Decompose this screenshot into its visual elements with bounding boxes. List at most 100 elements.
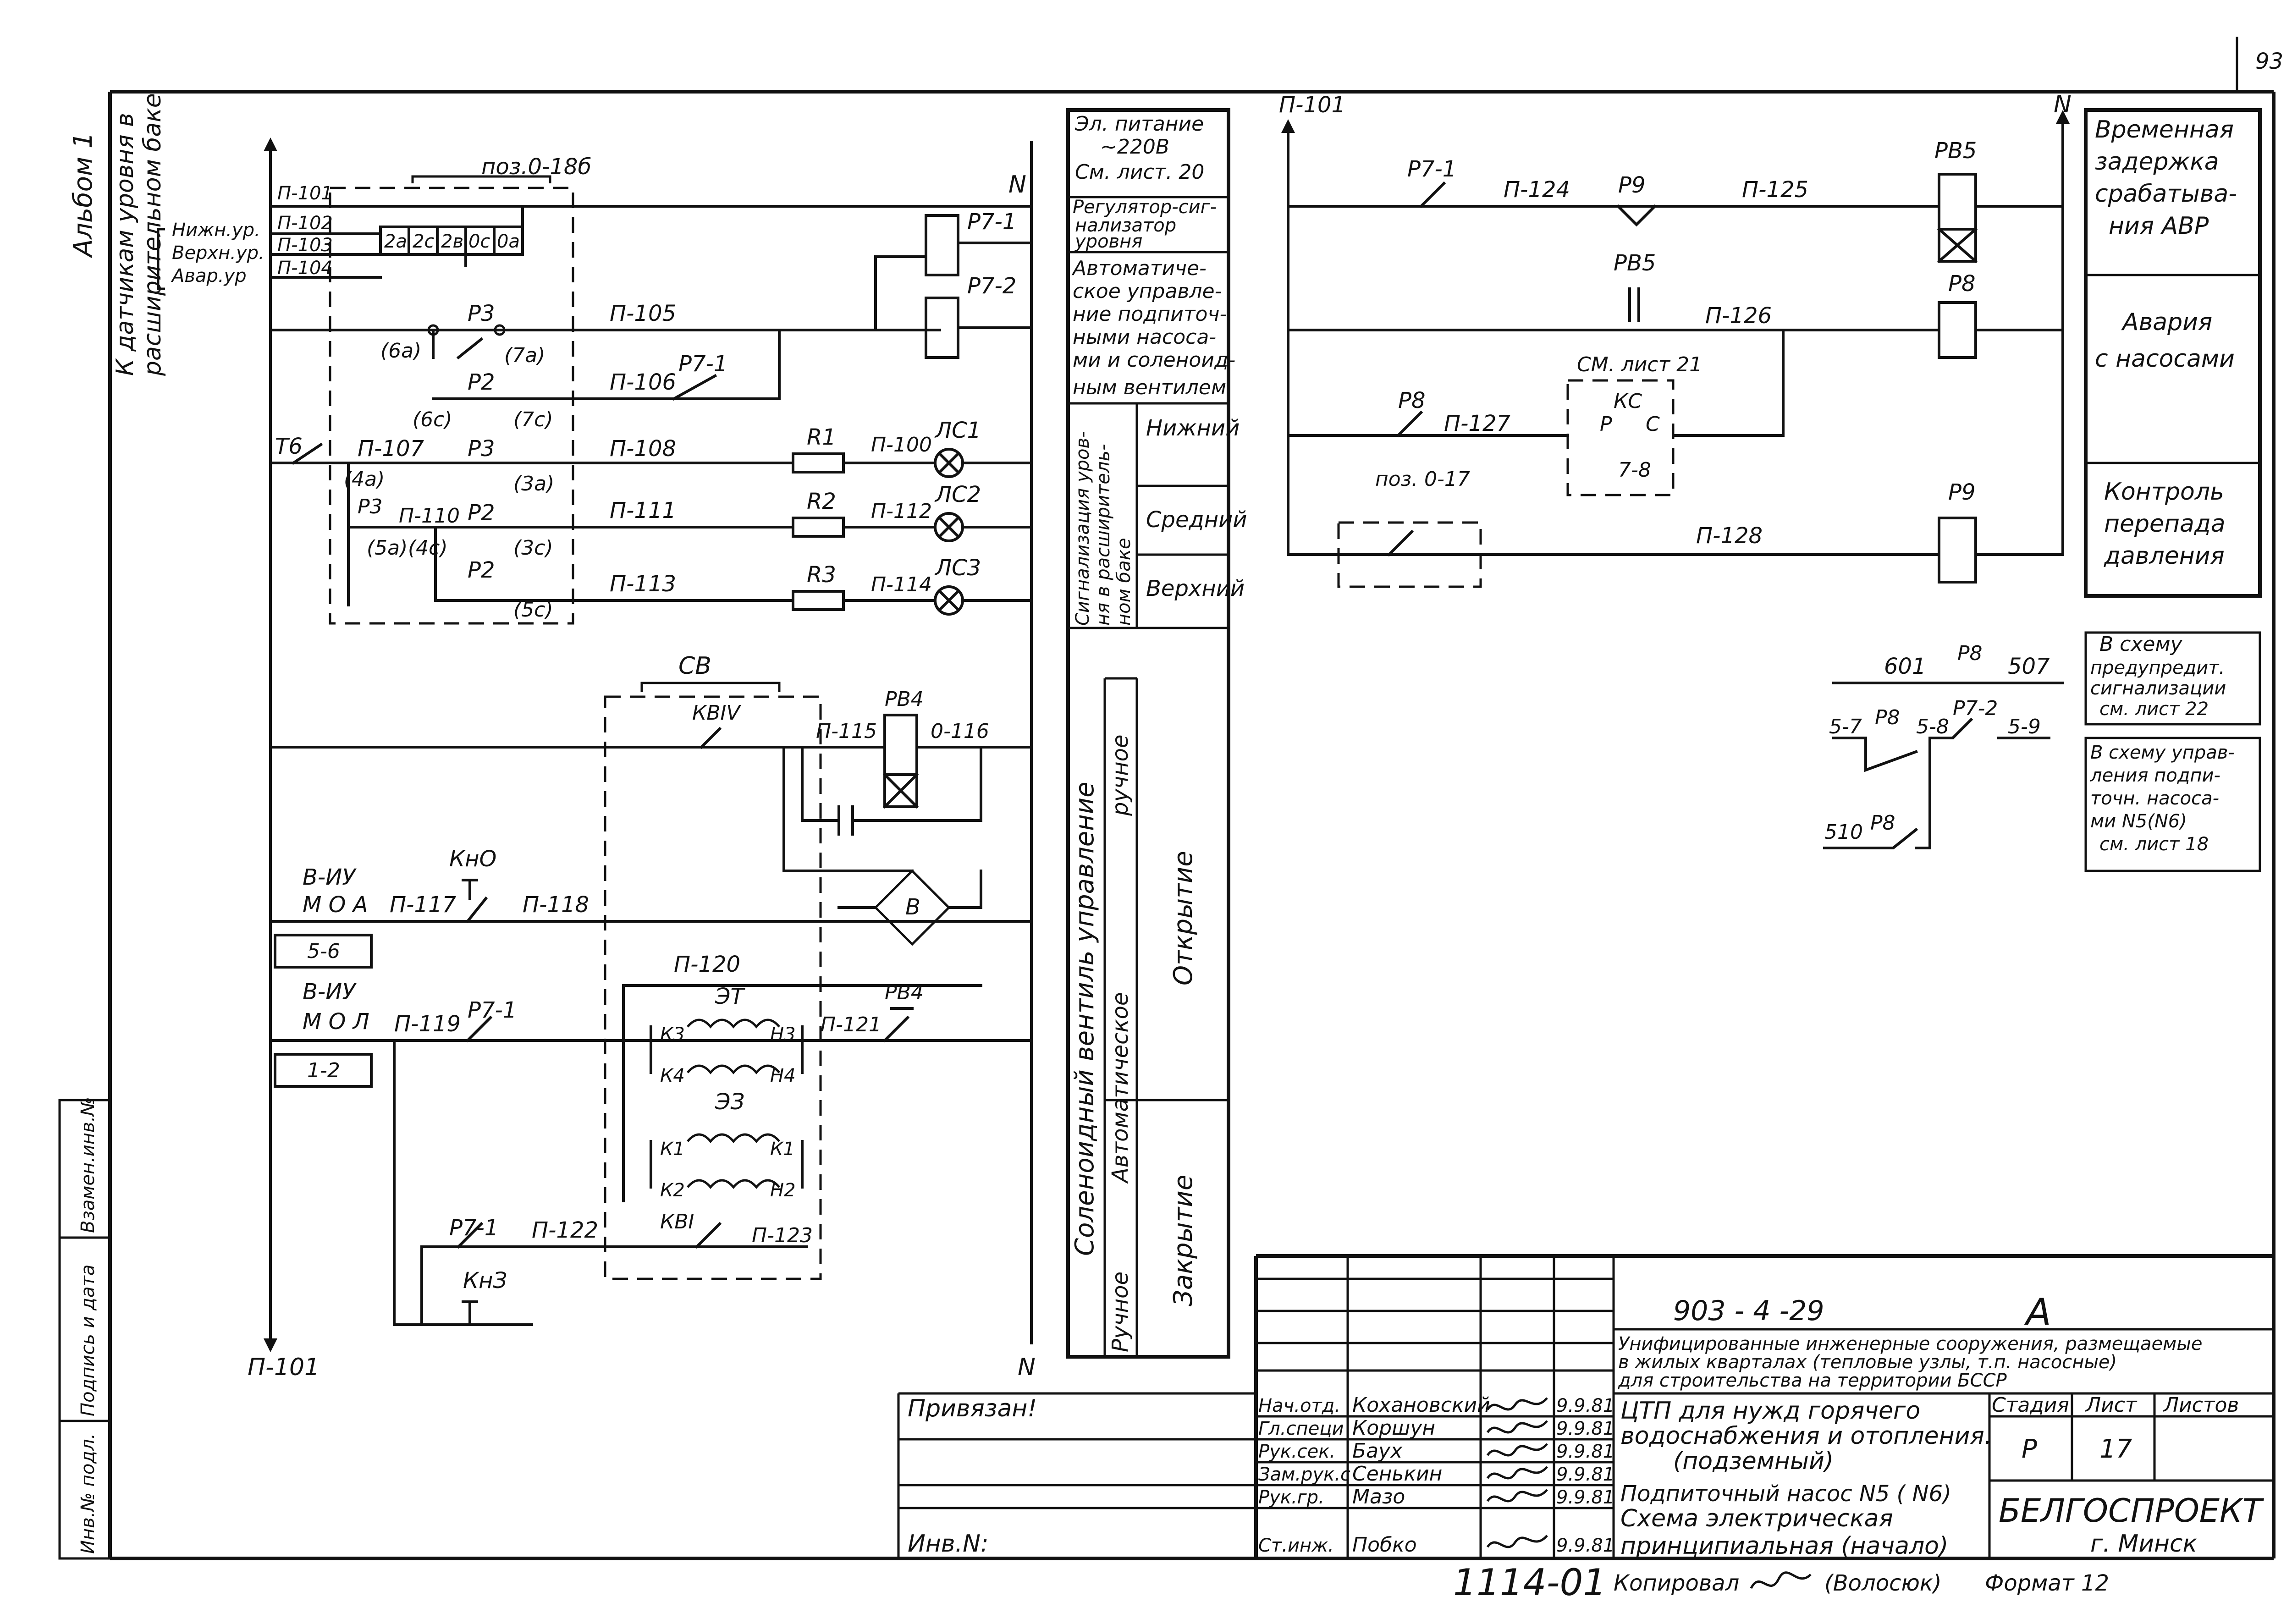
label-sm-list-21: СМ. лист 21 (1577, 353, 1702, 376)
org-city: г. Минск (2090, 1530, 2198, 1558)
note-upr-5: см. лист 18 (2099, 834, 2209, 855)
selector-5-6: 5-6 (307, 940, 340, 963)
button-knz: КнЗ (463, 1268, 507, 1294)
description-column: Эл. питание ~220В См. лист. 20 Регулятор… (1066, 108, 1247, 1359)
desc-delay-2: задержка (2095, 148, 2219, 176)
coil-h3: Н3 (770, 1024, 796, 1045)
signature-4 (1486, 1466, 1548, 1480)
solenoid-title: Соленоидный вентиль управление (1070, 782, 1100, 1256)
name-4: Сенькин (1352, 1462, 1442, 1486)
wire-p115: П-115 (816, 720, 877, 743)
privyazan-label: Привязан! (908, 1395, 1037, 1422)
relay-p9: Р9 (1948, 479, 1975, 505)
contact-3a: (3а) (513, 472, 554, 495)
coil-k1-b: К1 (770, 1139, 795, 1160)
wire-n-top: N (1008, 171, 1026, 198)
desc-delay-4: ния АВР (2109, 212, 2209, 240)
inv-podl-label: Инв.№ подл. (77, 1433, 99, 1554)
label-p: Р (1600, 413, 1612, 436)
reg-label-2: нализатор (1075, 215, 1176, 236)
wire-p108: П-108 (610, 436, 676, 462)
label-p3-c: Р3 (358, 495, 383, 518)
desc-delay-1: Временная (2095, 116, 2234, 143)
label-kvi: КВI (660, 1210, 694, 1233)
page-number: 93 (2255, 49, 2283, 74)
project-desc-1: Унифицированные инженерные сооружения, р… (1618, 1333, 2203, 1354)
node-5-8: 5-8 (1916, 715, 1949, 738)
copier-name: (Волосюк) (1824, 1570, 1942, 1596)
title-line-2: водоснабжения и отопления. (1620, 1422, 1992, 1450)
coil-k2: К2 (660, 1180, 685, 1201)
desc-control-2: перепада (2104, 510, 2226, 538)
signature-1 (1486, 1397, 1548, 1411)
subtitle-line-2: Схема электрическая (1620, 1505, 1893, 1532)
name-2: Коршун (1352, 1416, 1435, 1440)
level-nizhniy: Нижний (1146, 415, 1240, 441)
sig-label-1: Сигнализация уров- (1072, 431, 1093, 626)
contact-4a: (4а) (344, 468, 385, 491)
contact-7a: (7а) (504, 344, 545, 367)
label-p7-1-a: Р7-1 (678, 351, 727, 377)
role-4: Зам.рук.с (1258, 1464, 1350, 1485)
wire-p121: П-121 (821, 1013, 882, 1036)
label-kviv: КВIV (692, 701, 741, 725)
node-p8-b: Р8 (1875, 706, 1900, 729)
level-verkhniy: Верхний (1146, 576, 1245, 601)
label-kc: КС (1614, 390, 1642, 413)
title-block: 903 - 4 -29 А Унифицированные инженерные… (897, 1254, 2274, 1604)
project-number: 903 - 4 -29 (1673, 1295, 1824, 1327)
wire-p110: П-110 (399, 504, 460, 528)
auto-label-6: ным вентилем (1073, 376, 1226, 399)
label-c: С (1646, 413, 1660, 436)
wire-p107: П-107 (358, 436, 424, 462)
signature-2 (1486, 1420, 1548, 1434)
role-5: Рук.гр. (1258, 1487, 1324, 1508)
format-label: Формат 12 (1985, 1570, 2109, 1596)
wire-p118: П-118 (523, 892, 589, 918)
level-sredniy: Средний (1146, 507, 1247, 533)
note-prev-3: сигнализации (2090, 678, 2226, 699)
relay-pv5: РВ5 (1934, 138, 1977, 164)
coil-k1: К1 (660, 1139, 685, 1160)
wire-p126: П-126 (1705, 303, 1772, 329)
coil-h2: Н2 (770, 1180, 796, 1201)
note-upr-4: ми N5(N6) (2090, 811, 2187, 832)
title-line-3: (подземный) (1673, 1448, 1834, 1475)
label-verkh-ur: Верхн.ур. (172, 242, 264, 264)
wire-p123: П-123 (752, 1224, 813, 1247)
relay-p7-1: Р7-1 (967, 209, 1016, 235)
signature-5 (1486, 1489, 1548, 1503)
resistor-r3: R3 (807, 562, 836, 588)
signature-6 (1486, 1535, 1548, 1548)
contact-6c: (6с) (413, 408, 452, 431)
mode-ruchnoe-2: Ручное (1107, 1272, 1133, 1352)
supply-label-1: Эл. питание (1074, 112, 1204, 136)
name-1: Кохановский (1352, 1393, 1490, 1417)
label-nizh-ur: Нижн.ур. (172, 220, 260, 241)
date-2: 9.9.81 (1556, 1418, 1614, 1439)
date-4: 9.9.81 (1556, 1464, 1614, 1485)
resistor-r2: R2 (807, 489, 836, 514)
label-p3-a: Р3 (468, 301, 495, 326)
subtitle-line-3: принципиальная (начало) (1620, 1532, 1948, 1560)
coil-k4: К4 (660, 1065, 685, 1086)
contact-5c: (5с) (513, 598, 553, 622)
stage-letter: А (2024, 1291, 2051, 1333)
wire-p120: П-120 (674, 952, 740, 977)
supply-label-2: ~220В (1100, 135, 1169, 159)
desc-control-3: давления (2104, 542, 2225, 570)
label-pv4: РВ4 (885, 688, 924, 711)
terminal-2c: 2с (413, 231, 434, 252)
wire-p106: П-106 (610, 369, 676, 395)
org-name: БЕЛГОСПРОЕКТ (1999, 1492, 2264, 1530)
note-upr-2: ления подпи- (2090, 765, 2220, 786)
name-3: Баух (1352, 1439, 1403, 1463)
wire-p119: П-119 (394, 1011, 461, 1037)
auto-label-2: ское управле- (1073, 280, 1222, 303)
note-upr-3: точн. насоса- (2090, 788, 2219, 809)
selector-viu-2: В-ИУ (303, 979, 357, 1005)
label-p8-b: Р8 (1398, 388, 1425, 413)
selector-1-2: 1-2 (307, 1059, 340, 1082)
wire-p100: П-100 (871, 433, 932, 457)
